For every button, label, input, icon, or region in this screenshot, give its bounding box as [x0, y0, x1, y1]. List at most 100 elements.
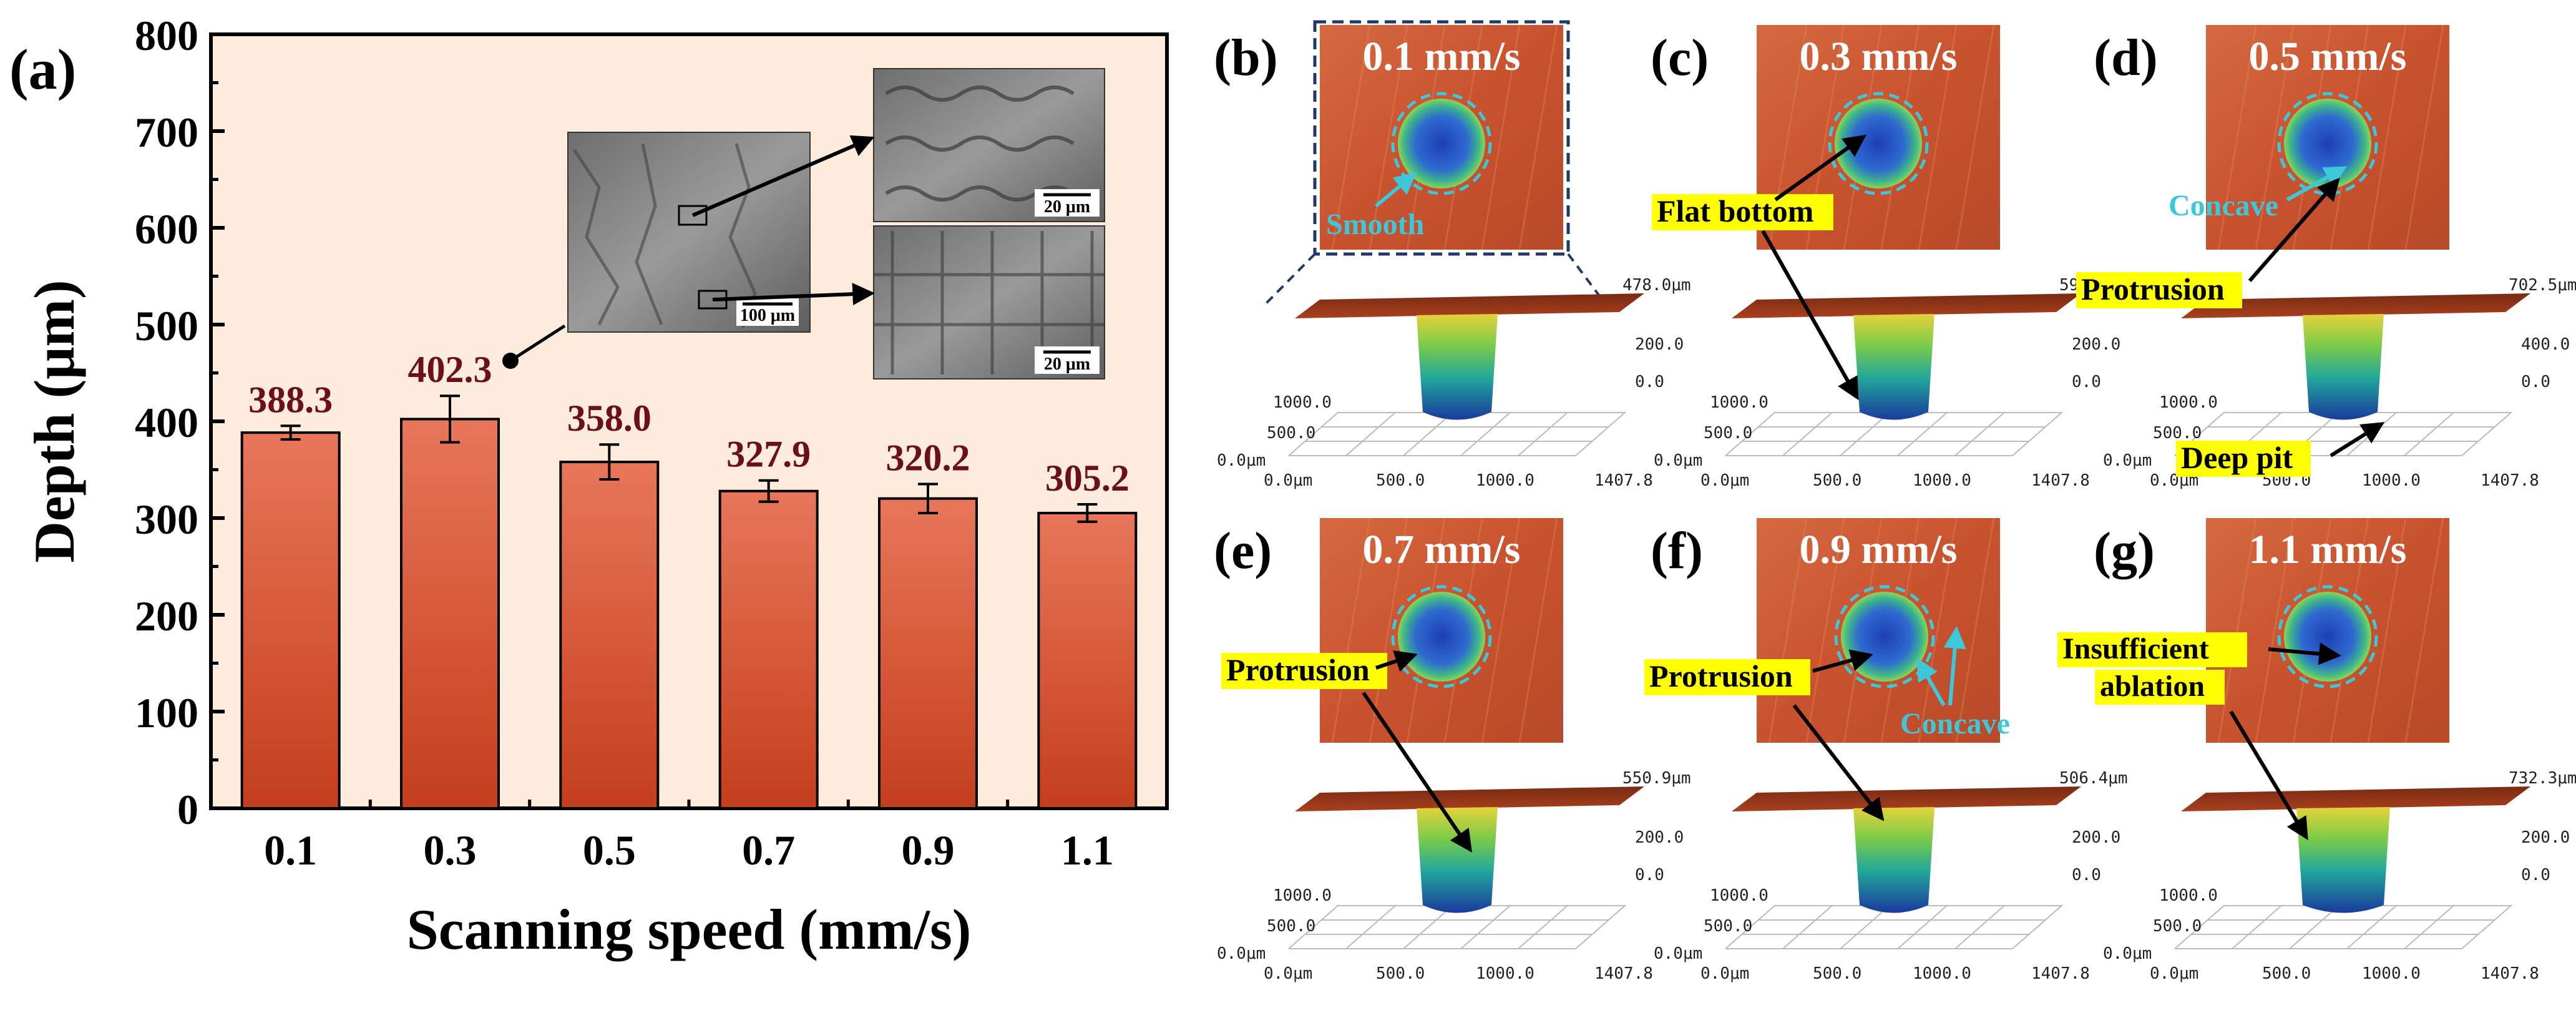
axis-label: 500.0: [1376, 471, 1425, 490]
panel-label-a: (a): [9, 37, 76, 101]
axis-label: 0.0μm: [1654, 944, 1702, 963]
ablation-hole: [1841, 592, 1928, 682]
callout-ablation: ablation: [2100, 670, 2205, 703]
callout-arrow: [1774, 134, 1866, 202]
value-label: 320.2: [886, 437, 970, 478]
surface-plate: [1295, 786, 1644, 811]
panel-label: (d): [2094, 29, 2158, 87]
sem-roi-top: [678, 205, 708, 226]
hole-outline: [1391, 92, 1492, 195]
callout-deep-pit: Deep pit: [2181, 440, 2293, 475]
callout-arrow: [1362, 692, 1473, 853]
ablation-hole: [1398, 99, 1485, 188]
panel-c: (c)0.3 mm/s599.4μm200.00.01000.0500.00.0…: [1651, 24, 2128, 490]
axis-label: 550.9μm: [1622, 769, 1691, 788]
panel-f: (f)0.9 mm/s506.4μm200.00.01000.0500.00.0…: [1644, 517, 2128, 983]
hole-outline: [2277, 92, 2378, 195]
bar-0.7: [718, 489, 819, 810]
y-tick-label: 0: [177, 786, 198, 833]
surface-plate: [2181, 786, 2530, 811]
3d-grid: [1725, 904, 2063, 949]
axis-label: 200.0: [1635, 335, 1684, 354]
axis-label: 0.0μm: [1654, 451, 1702, 470]
axis-label: 200.0: [2072, 828, 2120, 847]
axis-label: 1000.0: [1710, 393, 1769, 412]
callout-arrow: [2330, 422, 2385, 458]
ablation-trench: [2303, 314, 2384, 420]
axis-label: 0.0μm: [2103, 944, 2152, 963]
callout-arrow: [1375, 650, 1418, 672]
axis-label: 200.0: [1635, 828, 1684, 847]
callout-arrow: [2268, 642, 2342, 665]
x-tick-label: 0.9: [902, 826, 955, 874]
surface-plate: [1732, 786, 2081, 811]
axis-label: 1000.0: [1476, 471, 1534, 490]
scale-bar-bottom: 20 μm: [1044, 355, 1090, 374]
axis-label: 0.0: [2072, 866, 2101, 884]
axis-label: 200.0: [2072, 335, 2120, 354]
hole-outline: [1828, 92, 1929, 195]
callout-arrow: [1792, 704, 1885, 821]
ablation-trench: [1417, 314, 1498, 420]
inset-arrow-top: [691, 135, 875, 217]
value-label: 402.3: [408, 349, 492, 390]
axis-label: 1000.0: [1710, 886, 1769, 905]
surface-panels: (b)0.1 mm/s478.0μm200.00.01000.0500.00.0…: [1214, 20, 2576, 983]
axis-label: 500.0: [1704, 917, 1752, 936]
scale-bar-main: 100 μm: [740, 306, 795, 325]
axis-label: 500.0: [1267, 424, 1315, 443]
value-label: 305.2: [1045, 458, 1129, 499]
x-tick-label: 0.3: [424, 826, 477, 874]
callout-arrow: [1375, 172, 1417, 208]
axis-label: 400.0: [2521, 335, 2570, 354]
surface-plate: [1295, 293, 1644, 318]
callout-arrow: [1916, 657, 1946, 707]
axis-label: 500.0: [2262, 964, 2311, 983]
surface-plate: [1732, 293, 2081, 318]
y-axis-ticks: [211, 32, 225, 810]
axis-label: 0.0μm: [1700, 964, 1749, 983]
axis-label: 500.0: [1813, 964, 1861, 983]
axis-label: 1407.8: [2481, 964, 2539, 983]
scale-bar-top: 20 μm: [1044, 197, 1090, 217]
callout-box: [2095, 670, 2225, 705]
panel-label: (b): [1214, 29, 1278, 87]
inset-leader-dot: [502, 353, 519, 369]
panel-label: (f): [1651, 522, 1703, 580]
axis-label: 1407.8: [2031, 964, 2090, 983]
callout-arrow: [2229, 710, 2308, 841]
x-tick-label: 0.5: [583, 826, 636, 874]
bars: [240, 418, 1138, 810]
zoom-lines: [1262, 253, 1608, 307]
y-tick-label: 600: [135, 205, 198, 253]
axis-label: 200.0: [2521, 828, 2570, 847]
axis-label: 1407.8: [1594, 964, 1653, 983]
bar-1.1: [1037, 511, 1138, 810]
axis-label: 500.0: [1267, 917, 1315, 936]
speed-label: 1.1 mm/s: [2249, 527, 2407, 572]
axis-label: 500.0: [1813, 471, 1861, 490]
value-label: 358.0: [567, 398, 651, 439]
y-tick-label: 400: [135, 399, 198, 446]
bar-0.3: [400, 418, 500, 810]
axis-label: 1000.0: [2362, 471, 2421, 490]
ablation-trench: [1853, 314, 1934, 420]
bar-0.9: [878, 497, 978, 810]
axis-label: 0.0μm: [2150, 964, 2198, 983]
x-tick-label: 1.1: [1061, 826, 1114, 874]
speed-label: 0.7 mm/s: [1363, 527, 1521, 572]
speed-label: 0.9 mm/s: [1800, 527, 1958, 572]
panel-label: (g): [2094, 522, 2155, 580]
callout-box: [2057, 632, 2247, 667]
panel-label: (c): [1651, 29, 1709, 87]
panel-d: (d)0.5 mm/s702.5μm400.00.01000.0500.00.0…: [2076, 24, 2576, 490]
callout-protrusion: Protrusion: [1226, 652, 1370, 687]
callout-box: [2176, 441, 2311, 477]
3d-grid: [1288, 411, 1626, 456]
callout-smooth: Smooth: [1326, 208, 1424, 241]
callout-arrow: [2248, 177, 2340, 282]
bar-0.1: [240, 431, 341, 810]
ablation-hole: [1398, 592, 1485, 682]
